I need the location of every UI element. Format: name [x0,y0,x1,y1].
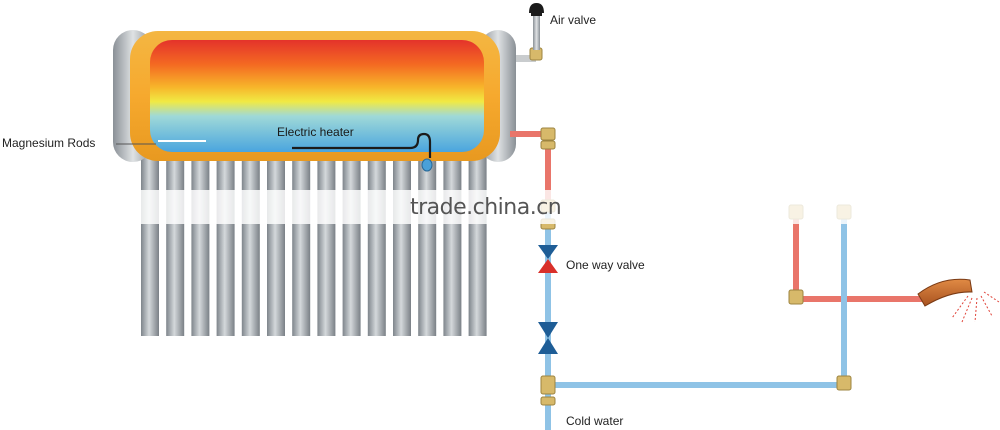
vacuum-tube [342,150,361,336]
vacuum-tube [443,150,462,336]
vacuum-tube [191,150,210,336]
watermark-band [140,190,960,224]
magnesium-rods-label: Magnesium Rods [2,136,96,150]
vacuum-tubes [141,150,487,336]
vacuum-tube [216,150,235,336]
vacuum-tube [418,150,437,336]
cold-water-label: Cold water [566,414,624,428]
tank-water [150,40,484,152]
shutoff-valve [538,322,558,354]
vacuum-tube [317,150,336,336]
vacuum-tube [267,150,285,336]
vacuum-tube [393,150,411,336]
one-way-valve-label: One way valve [566,258,645,272]
hot-water-pipes [510,131,922,302]
water-tank [113,30,516,172]
faucet-spout [917,278,1000,323]
electric-heater-element [292,132,432,158]
cold-water-pipes [545,212,847,430]
electric-heater-label: Electric heater [277,125,354,139]
air-valve [516,3,544,62]
air-valve-label: Air valve [550,13,597,27]
vacuum-tube [292,150,311,336]
vacuum-tube [241,150,260,336]
heater-plug [421,158,433,172]
one-way-valve [538,245,558,273]
vacuum-tube [166,150,185,336]
watermark: trade.china.cn [410,195,562,220]
vacuum-tube [468,150,487,336]
vacuum-tube [141,150,159,336]
vacuum-tube [367,150,386,336]
